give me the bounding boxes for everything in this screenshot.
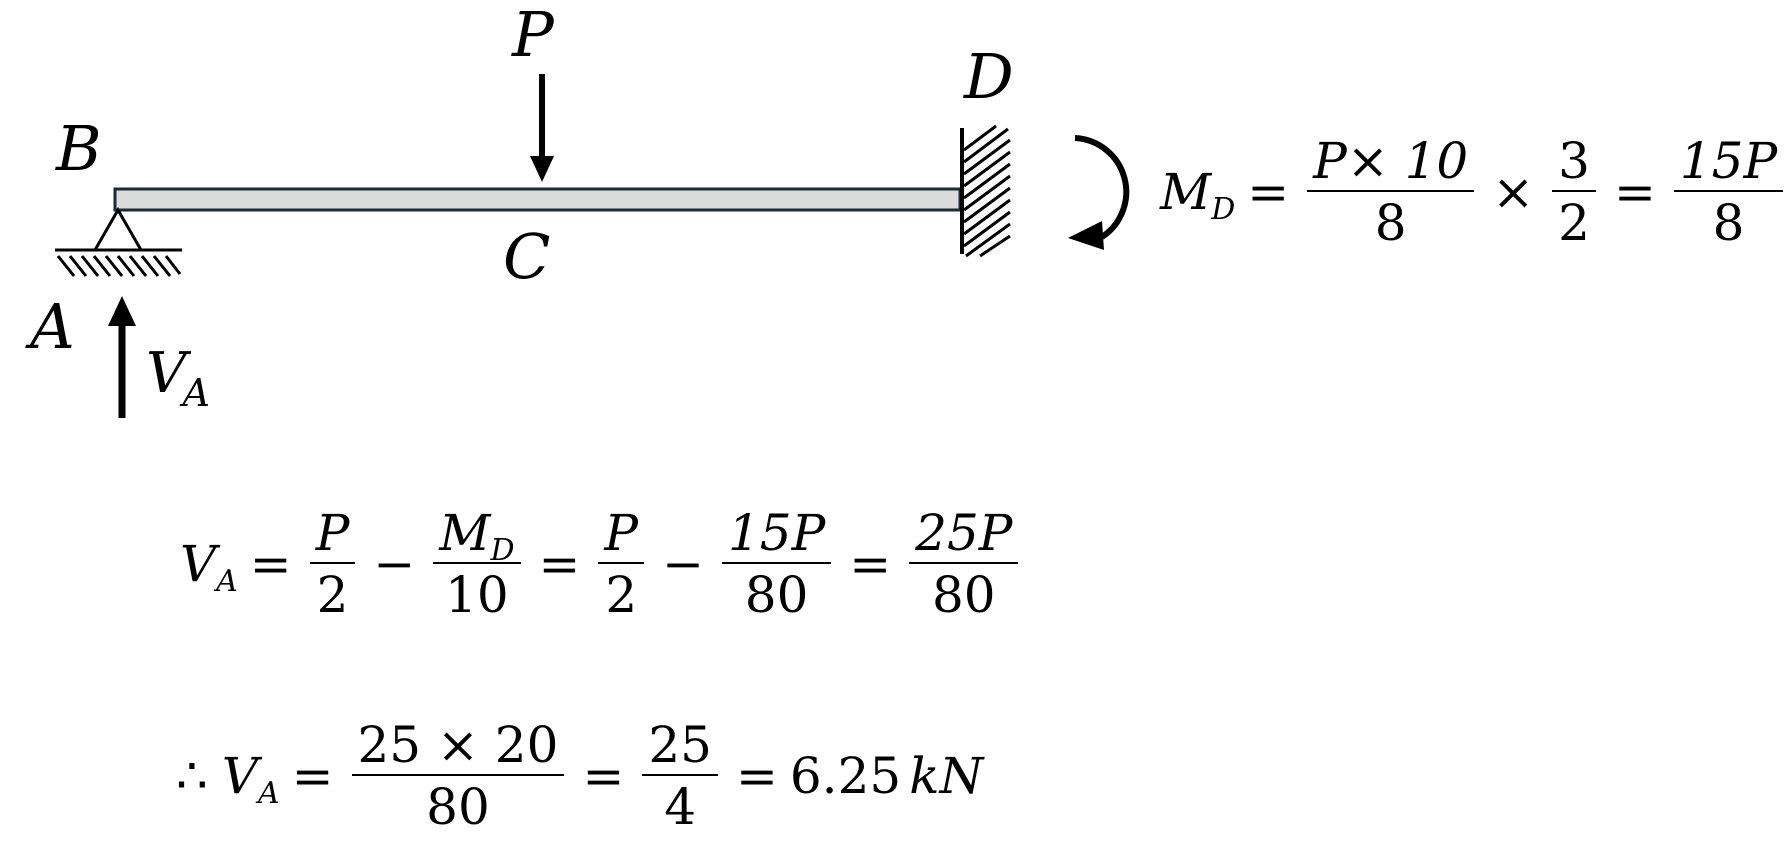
reaction-arrow-va <box>108 296 136 418</box>
result-unit: kN <box>909 747 984 805</box>
label-p: P <box>511 0 555 71</box>
eq-final-equals: = <box>291 747 334 805</box>
moment-arrow <box>1068 135 1130 250</box>
eq-final-equals-3: = <box>735 747 778 805</box>
beam <box>113 187 962 212</box>
eq-md-equals-2: = <box>1613 163 1656 221</box>
eq-va-minus-2: − <box>662 535 704 593</box>
load-arrow-p <box>530 74 554 182</box>
eq-final-lhs-sub: A <box>257 776 280 811</box>
eq-va-lhs: V <box>180 535 217 593</box>
eq-va-equals-3: = <box>849 535 892 593</box>
eq-va-lhs-sub: A <box>216 564 238 599</box>
label-a: A <box>25 290 75 363</box>
eq-final-equals-2: = <box>582 747 625 805</box>
eq-md-lhs-sub: D <box>1211 192 1236 227</box>
eq-md-equals: = <box>1247 163 1290 221</box>
pin-support <box>55 206 182 277</box>
label-va: VA <box>146 341 210 415</box>
label-b: B <box>55 112 102 185</box>
therefore-symbol: ∴ <box>176 747 208 805</box>
eq-md-lhs: M <box>1160 163 1212 221</box>
eq-md-times: × <box>1492 163 1535 221</box>
eq-va-equals: = <box>249 535 292 593</box>
eq-final-lhs: V <box>221 747 258 805</box>
label-d: D <box>963 40 1014 113</box>
eq-va-minus: − <box>373 535 416 593</box>
eq-va-equals-2: = <box>538 535 581 593</box>
result-value: 6.25 <box>789 747 902 805</box>
label-c: C <box>503 220 550 293</box>
fixed-wall-support <box>960 124 1011 258</box>
